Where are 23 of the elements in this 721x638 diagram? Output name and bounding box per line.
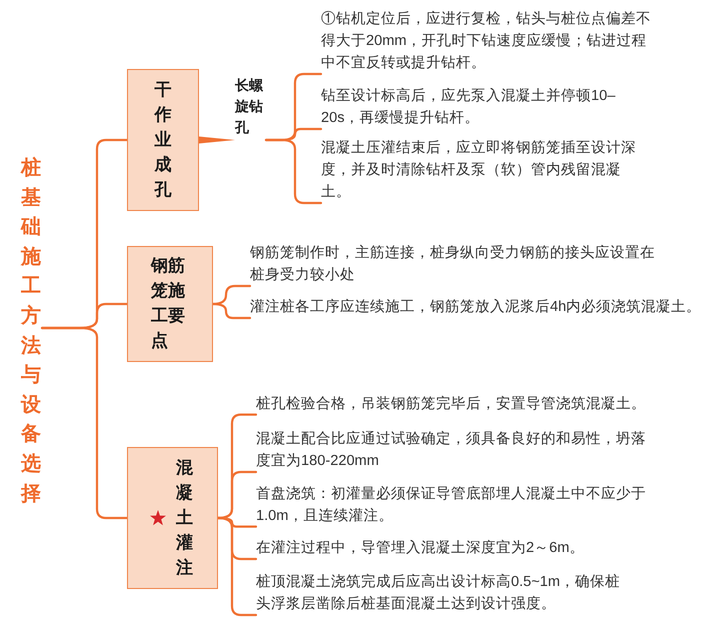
root-topic-text: 桩基础施工方法与设备选择 — [20, 153, 42, 508]
note-text: 混凝土压灌结束后，应立即将钢筋笼插至设计深度，并及时清除钻杆及泵（软）管内残留混凝土。 — [321, 137, 643, 203]
note-text: 灌注桩各工序应连续施工，钢筋笼放入泥浆后4h内必须浇筑混凝土。 — [250, 296, 702, 318]
tapered-connector — [199, 136, 235, 144]
brace-connector — [212, 302, 252, 320]
topic-text: 混凝土灌注 — [175, 456, 194, 580]
note-text: 桩孔检验合格，吊装钢筋笼完毕后，安置导管浇筑混凝土。 — [256, 392, 646, 415]
note-text: 首盘浇筑：初灌量必须保证导管底部埋人混凝土中不应少于1.0m，且连续灌注。 — [256, 482, 653, 527]
topic-box — [127, 69, 199, 211]
topic-box — [127, 246, 213, 362]
note-text: 在灌注过程中，导管埋入混凝土深度宜为2～6m。 — [256, 537, 584, 559]
note-text: 钢筋笼制作时，主筋连接，桩身纵向受力钢筋的接头应设置在桩身受力较小处 — [250, 242, 662, 286]
brace-connector — [264, 138, 322, 204]
subtopic-text: 长螺旋钻孔 — [235, 76, 266, 139]
brace-connector — [40, 326, 128, 520]
note-text: ①钻机定位后，应进行复检，钻头与桩位点偏差不得大于20mm，开孔时下钻速度应缓慢；钻进过程中不宜反转或提升钻杆。 — [321, 8, 658, 74]
topic-text: 干作业成孔 — [153, 78, 172, 202]
topic-text: 钢筋笼施工要点 — [151, 255, 186, 353]
note-text: 钻至设计标高后，应先泵入混凝土并停顿10–20s，再缓慢提升钻杆。 — [321, 85, 636, 129]
note-text: 混凝土配合比应通过试验确定，须具备良好的和易性，坍落度宜为180-220mm — [256, 428, 653, 472]
brace-connector — [216, 516, 258, 616]
note-text: 桩顶混凝土浇筑完成后应高出设计标高0.5~1m，确保桩头浮浆层凿除后桩基面混凝土达到设计强度。 — [256, 571, 628, 615]
topic-box — [127, 447, 218, 589]
